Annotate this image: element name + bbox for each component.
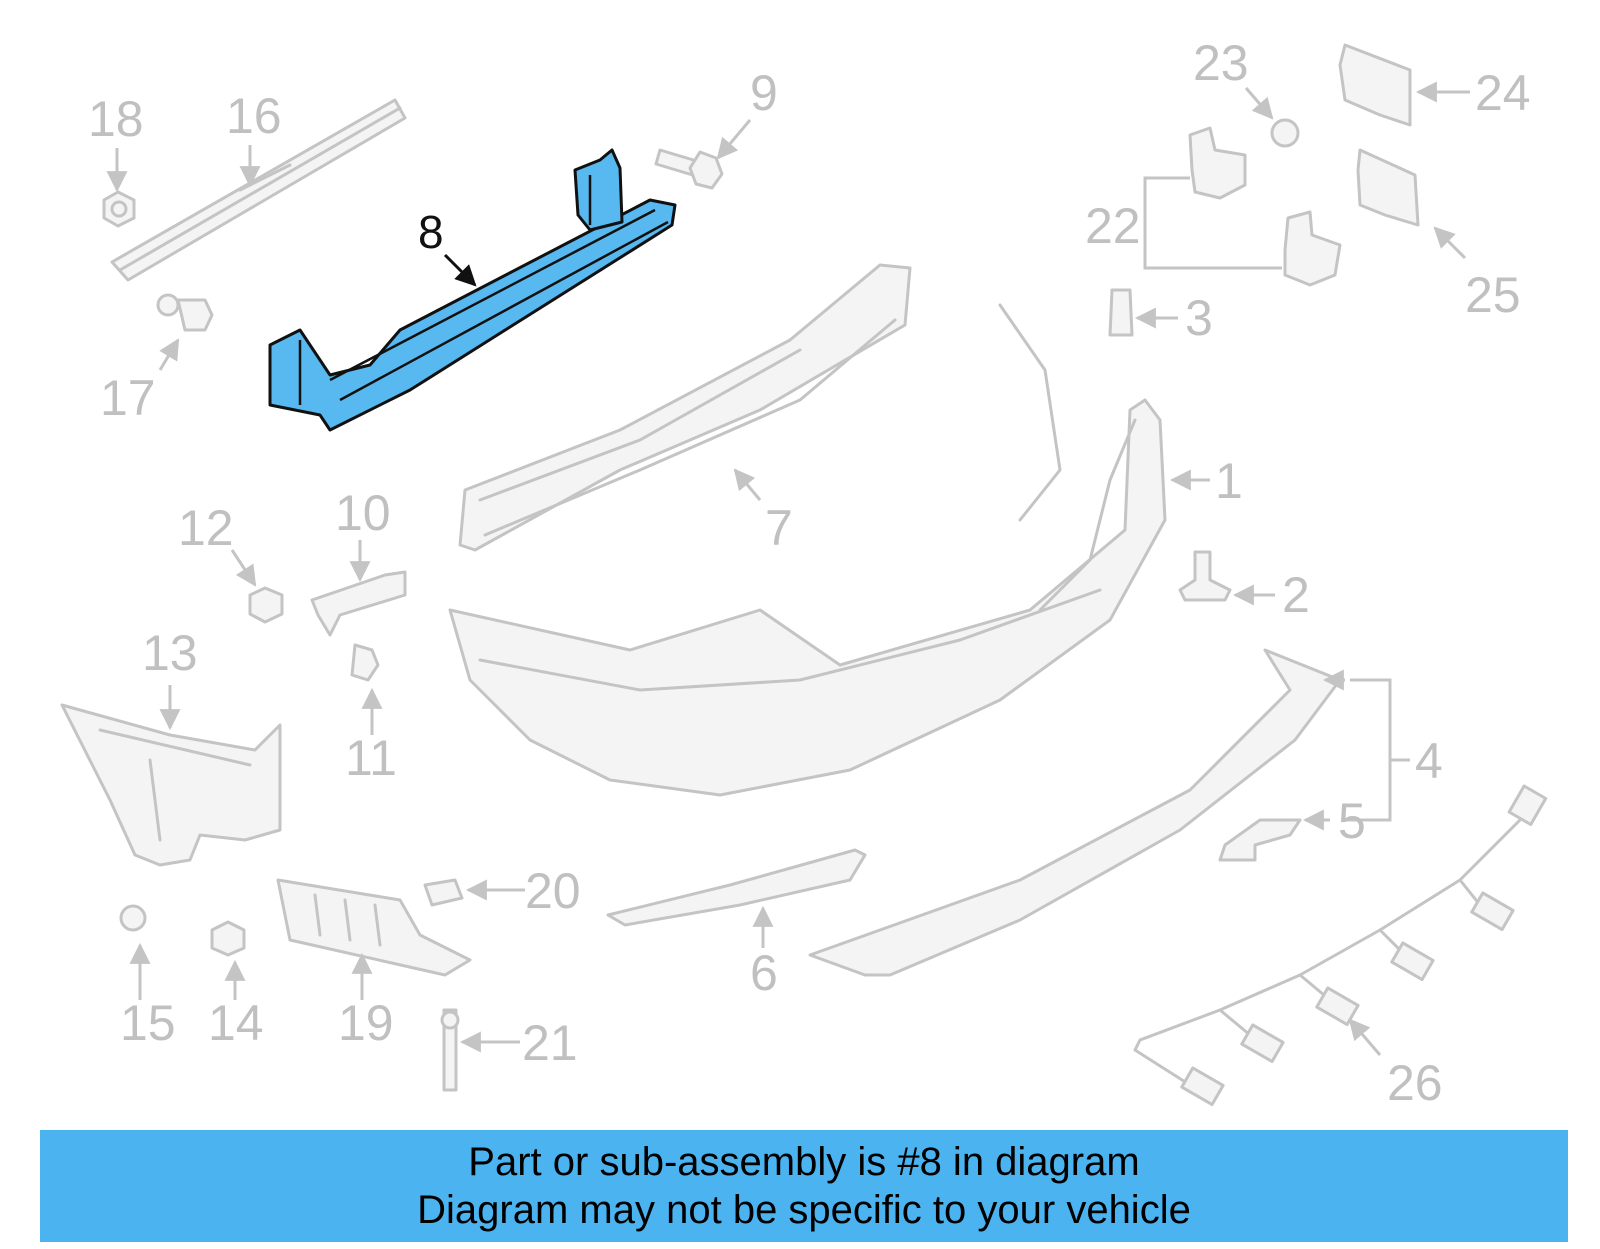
callout-23: 23 <box>1193 35 1249 91</box>
part-26-wiring-harness[interactable] <box>1133 784 1548 1107</box>
part-6-reflector-trim[interactable] <box>606 848 867 927</box>
banner-line-2: Diagram may not be specific to your vehi… <box>417 1188 1191 1232</box>
part-13-bracket[interactable] <box>60 703 282 867</box>
callout-9: 9 <box>750 65 778 121</box>
callout-1: 1 <box>1215 453 1243 509</box>
part-15-bolt[interactable] <box>119 904 147 932</box>
callout-5: 5 <box>1338 793 1366 849</box>
callout-17: 17 <box>100 370 156 426</box>
part-3-clip[interactable] <box>1108 288 1134 337</box>
part-17-bolt[interactable] <box>156 293 214 332</box>
callout-18: 18 <box>88 91 144 147</box>
part-22-sensors[interactable] <box>1143 126 1342 287</box>
part-23-clip[interactable] <box>1270 118 1300 148</box>
callout-20: 20 <box>525 863 581 919</box>
part-8-reinforcement-bar[interactable] <box>268 148 677 432</box>
callout-2: 2 <box>1282 567 1310 623</box>
part-5-trim[interactable] <box>1218 818 1302 862</box>
part-11-bolt[interactable] <box>350 643 380 682</box>
part-7-absorber[interactable] <box>458 263 912 552</box>
callout-7: 7 <box>765 500 793 556</box>
callout-8: 8 <box>418 206 444 258</box>
callout-numbers: 1 2 3 4 5 6 7 8 9 10 11 12 13 14 15 16 1… <box>88 35 1531 1111</box>
callout-11: 11 <box>345 730 397 786</box>
part-1-bumper-cover[interactable] <box>448 303 1167 797</box>
part-2-fastener[interactable] <box>1178 550 1232 602</box>
part-24-bracket[interactable] <box>1338 43 1412 127</box>
callout-4: 4 <box>1415 733 1443 789</box>
part-4-lower-valance[interactable] <box>808 648 1342 977</box>
callout-13: 13 <box>142 625 198 681</box>
part-12-nut[interactable] <box>248 586 284 624</box>
part-14-bolt[interactable] <box>210 920 246 957</box>
part-9-bolt[interactable] <box>654 148 724 190</box>
part-10-bracket[interactable] <box>310 570 407 637</box>
callout-15: 15 <box>120 995 176 1051</box>
callout-6: 6 <box>750 945 778 1001</box>
callout-25: 25 <box>1465 267 1521 323</box>
callout-12: 12 <box>178 500 234 556</box>
callout-10: 10 <box>335 485 391 541</box>
info-banner: Part or sub-assembly is #8 in diagram Di… <box>40 1130 1568 1242</box>
callout-19: 19 <box>338 995 394 1051</box>
leader-lines <box>106 81 1470 1056</box>
callout-24: 24 <box>1475 65 1531 121</box>
part-21-pin[interactable] <box>440 1008 460 1092</box>
part-25-bracket[interactable] <box>1356 148 1420 227</box>
banner-line-1: Part or sub-assembly is #8 in diagram <box>468 1140 1140 1184</box>
callout-26: 26 <box>1387 1055 1443 1111</box>
callout-22: 22 <box>1085 198 1141 254</box>
part-18-nut[interactable] <box>102 190 136 228</box>
callout-21: 21 <box>522 1015 578 1071</box>
callout-3: 3 <box>1185 290 1213 346</box>
callout-16: 16 <box>226 88 282 144</box>
part-20-clip[interactable] <box>423 878 464 907</box>
callout-14: 14 <box>208 995 264 1051</box>
part-19-grille[interactable] <box>276 878 472 977</box>
